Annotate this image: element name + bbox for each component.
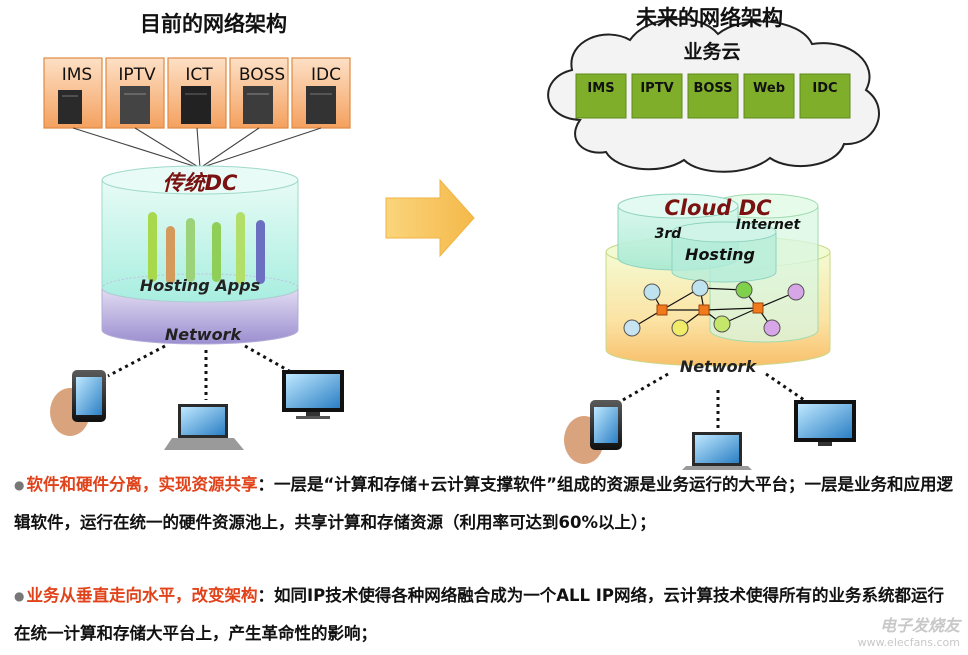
app-tube bbox=[186, 218, 195, 282]
watermark: 电子发烧友 www.elecfans.com bbox=[858, 612, 960, 649]
app-tube bbox=[212, 222, 221, 282]
hosting-apps-label: Hosting Apps bbox=[140, 276, 260, 295]
cloud-service-label: IMS bbox=[587, 81, 614, 96]
phone-icon bbox=[564, 400, 622, 464]
cloud-service-label: BOSS bbox=[693, 81, 732, 96]
paragraph-2: ●业务从垂直走向水平，改变架构：如同IP技术使得各种网络融合成为一个ALL IP… bbox=[14, 577, 959, 652]
cloud-service-boxes: IMS IPTV BOSS Web IDC bbox=[575, 73, 851, 119]
cloud-service-web bbox=[743, 73, 795, 119]
server-connectors bbox=[72, 127, 322, 169]
traditional-dc-label: 传统DC bbox=[163, 171, 238, 195]
laptop-icon bbox=[682, 432, 752, 470]
cloud-service-label: IPTV bbox=[640, 81, 673, 96]
cloud-service-boss bbox=[687, 73, 739, 119]
server-tower-icon bbox=[306, 86, 336, 124]
left-devices bbox=[50, 370, 344, 450]
server-tower-icon bbox=[181, 86, 211, 124]
network-nodes bbox=[623, 279, 805, 337]
server-label-ims: IMS bbox=[62, 65, 92, 85]
cloud-service-label: IDC bbox=[812, 81, 837, 96]
left-device-links bbox=[107, 344, 299, 400]
traditional-dc-cylinder bbox=[101, 165, 299, 345]
transition-arrow-icon bbox=[385, 178, 475, 258]
app-tube bbox=[236, 212, 245, 284]
cloud-service-ims bbox=[575, 73, 627, 119]
cloud-service-iptv bbox=[631, 73, 683, 119]
watermark-logo-text: 电子发烧友 bbox=[879, 616, 960, 635]
paragraph-1: ●软件和硬件分离，实现资源共享：一层是“计算和存储+云计算支撑软件”组成的资源是… bbox=[14, 466, 959, 541]
paragraph-1-highlight: 软件和硬件分离，实现资源共享 bbox=[26, 475, 258, 494]
laptop-icon bbox=[164, 404, 244, 450]
internet-label: Internet bbox=[736, 217, 802, 233]
server-tower-icon bbox=[58, 90, 82, 124]
left-server-boxes: IMS IPTV ICT BOSS IDC bbox=[43, 57, 351, 129]
paragraph-2-body: ：如同IP技术使得各种网络融合成为一个ALL IP网络，云计算技术使得所有的业务… bbox=[14, 586, 944, 643]
server-tower-icon bbox=[243, 86, 273, 124]
cloud-service-label: Web bbox=[753, 81, 785, 96]
right-devices bbox=[564, 400, 856, 470]
server-tower-icon bbox=[120, 86, 150, 124]
monitor-icon bbox=[282, 370, 344, 419]
cloud-service-idc bbox=[799, 73, 851, 119]
left-title: 目前的网络架构 bbox=[140, 12, 287, 36]
right-device-links bbox=[615, 372, 811, 432]
third-party-label: 3rd bbox=[655, 226, 683, 242]
right-network-label: Network bbox=[680, 357, 758, 376]
watermark-url: www.elecfans.com bbox=[857, 636, 960, 649]
server-label-iptv: IPTV bbox=[118, 65, 156, 85]
server-label-ict: ICT bbox=[185, 65, 213, 85]
monitor-icon bbox=[794, 400, 856, 446]
phone-icon bbox=[50, 370, 106, 436]
cloud-dc-label: Cloud DC bbox=[664, 196, 772, 220]
app-tube bbox=[148, 212, 157, 282]
server-label-idc: IDC bbox=[311, 65, 341, 85]
bullet-icon: ● bbox=[14, 478, 25, 492]
right-title: 未来的网络架构 bbox=[636, 6, 783, 30]
server-label-boss: BOSS bbox=[239, 65, 285, 85]
left-network-label: Network bbox=[165, 325, 243, 344]
architecture-diagram: IMS IPTV ICT BOSS IDC 传统DC Hosting Apps … bbox=[43, 17, 880, 470]
hosting-label: Hosting bbox=[685, 245, 755, 264]
cloud-label: 业务云 bbox=[683, 40, 740, 63]
paragraph-1-body: ：一层是“计算和存储+云计算支撑软件”组成的资源是业务运行的大平台；一层是业务和… bbox=[14, 475, 953, 532]
app-tube bbox=[166, 226, 175, 284]
app-tube bbox=[256, 220, 265, 284]
paragraph-2-highlight: 业务从垂直走向水平，改变架构 bbox=[26, 586, 258, 605]
bullet-icon: ● bbox=[14, 589, 25, 603]
